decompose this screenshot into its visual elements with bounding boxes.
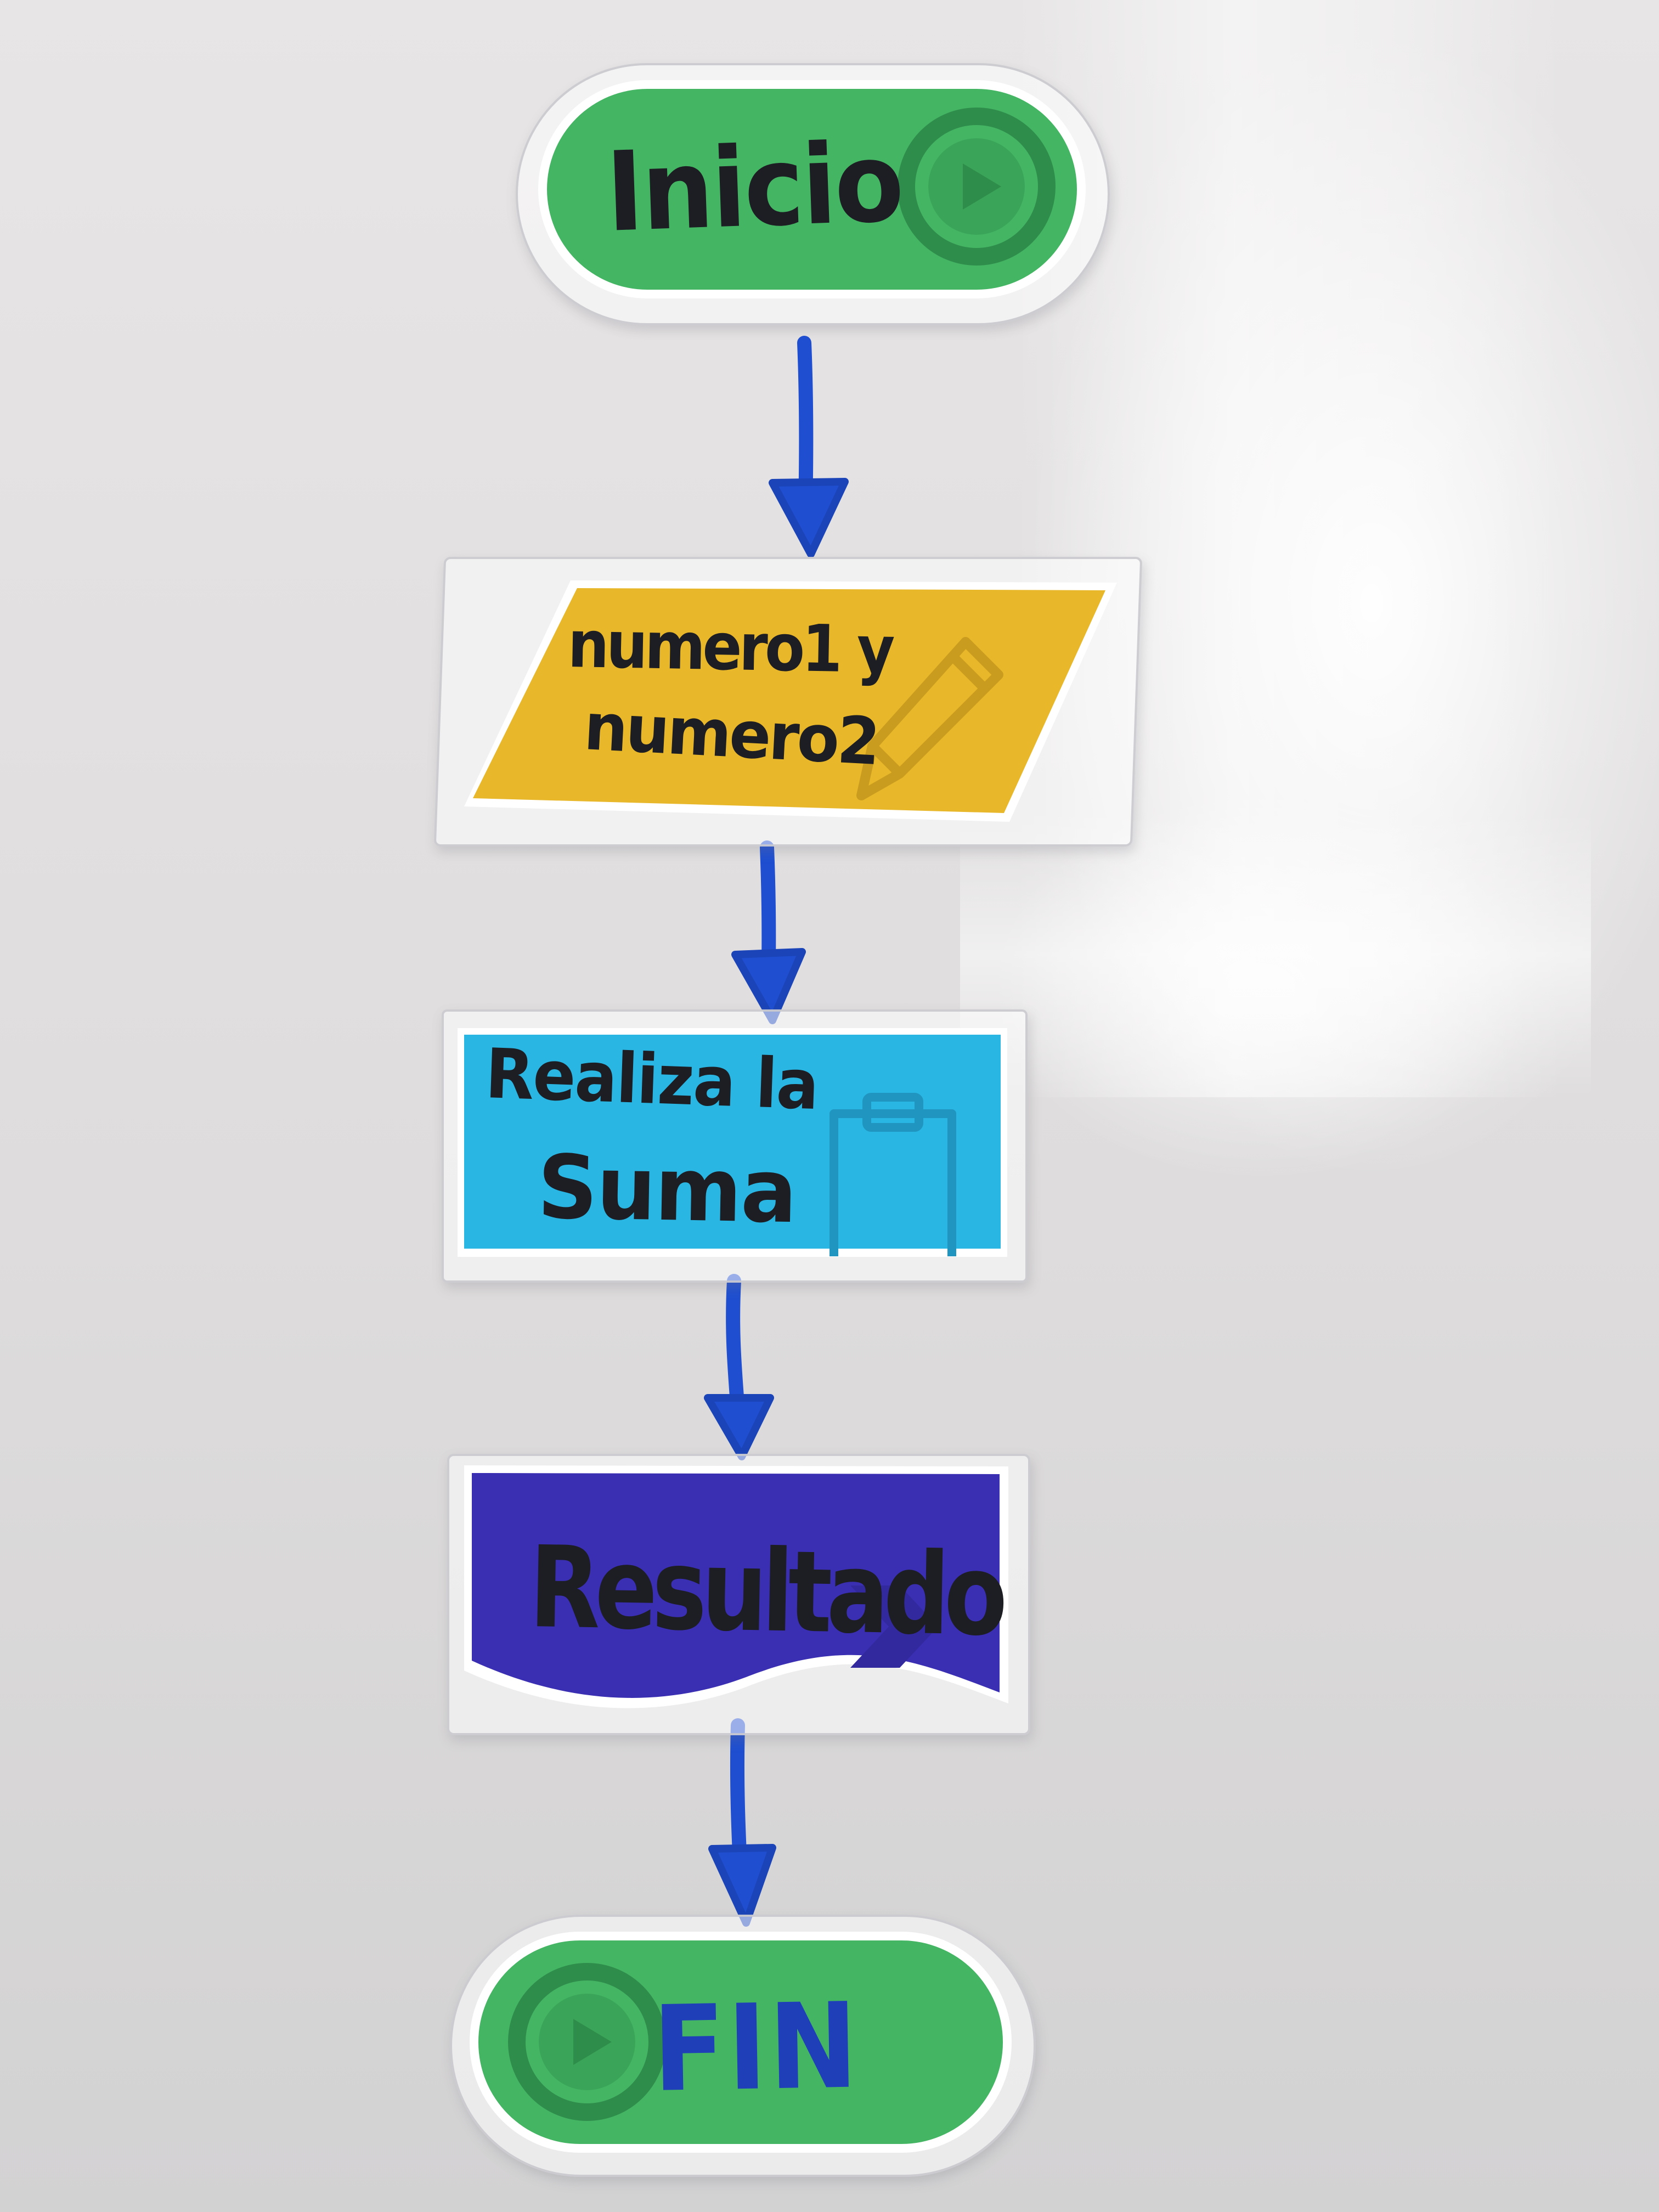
arrow-start-to-input [769, 336, 849, 558]
play-icon [508, 1963, 666, 2121]
input-node[interactable]: numero1 y numero2 [461, 576, 1119, 823]
arrow-process-to-output [704, 1274, 774, 1460]
input-node-shape [464, 580, 1117, 822]
pencil-icon [856, 637, 1003, 800]
end-node[interactable]: FIN [466, 1928, 1015, 2156]
output-label: Resultado [528, 1522, 1003, 1662]
input-label-line1: numero1 y [567, 606, 893, 688]
output-node[interactable]: Resultado [461, 1462, 1012, 1720]
arrow-input-to-process [731, 840, 806, 1024]
end-node-shape [470, 1932, 1012, 2153]
process-label-line2: Suma [537, 1136, 797, 1243]
start-node[interactable]: Inicio [535, 77, 1089, 302]
process-label-line1: Realiza la [484, 1034, 820, 1126]
clipboard-icon [830, 1093, 956, 1256]
input-label-line2: numero2 [582, 689, 881, 780]
arrow-right-icon [850, 1585, 938, 1668]
play-icon [898, 108, 1056, 266]
end-label: FIN [651, 1977, 861, 2118]
arrow-output-to-end [708, 1718, 776, 1927]
process-node-shape [458, 1028, 1007, 1257]
process-node[interactable]: Realiza la Suma [455, 1026, 1009, 1259]
